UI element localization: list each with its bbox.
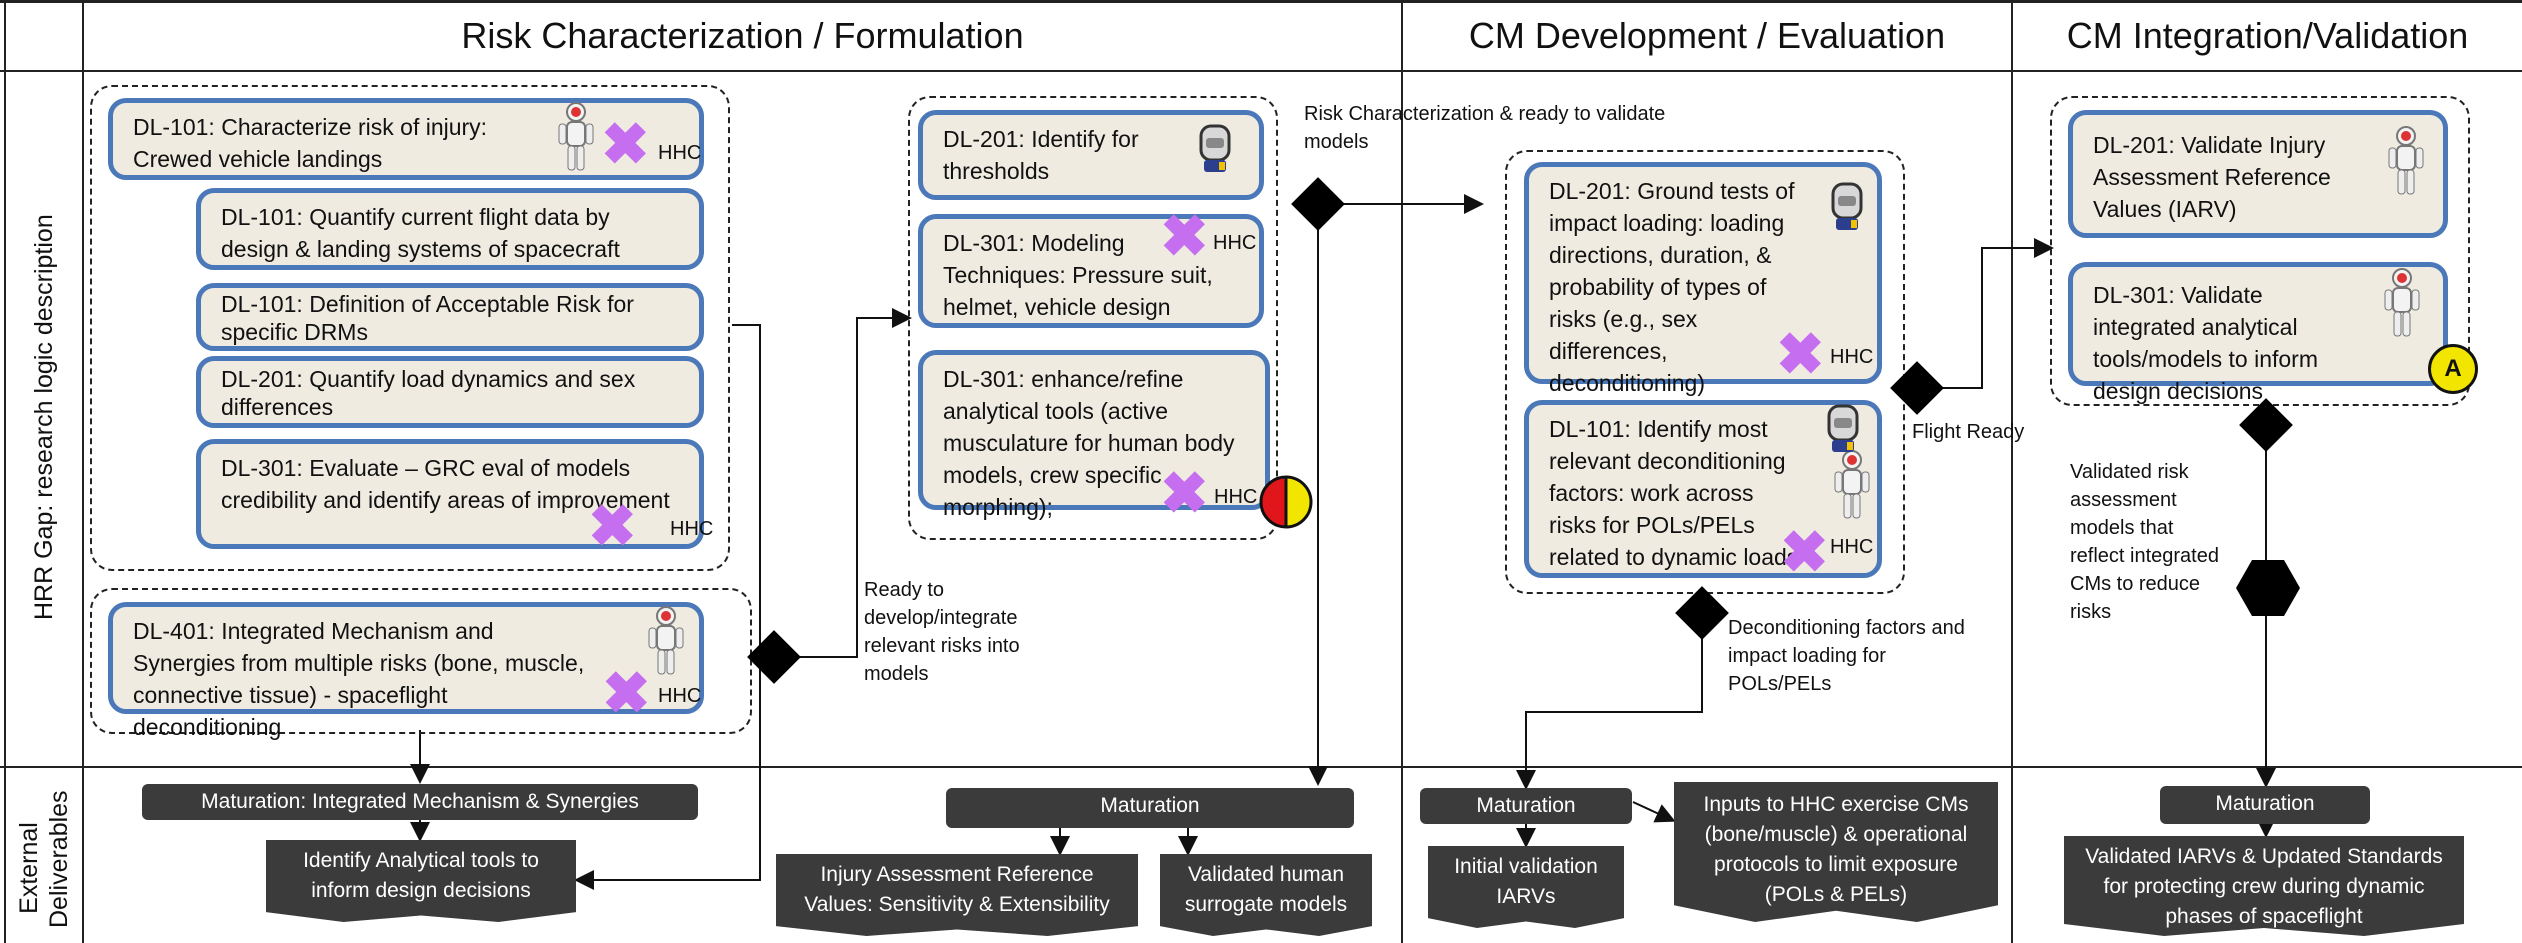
box-dl201-ground-tests[interactable]: DL-201: Ground tests of impact loading: … [1524,162,1882,396]
helmet-sensor-icon [1831,182,1863,230]
box-dl301-validate-tools[interactable]: DL-301: Validate integrated analytical t… [2068,262,2448,404]
hhc-x-icon: ✖ [602,661,651,726]
helmet-sensor-icon [1199,124,1231,172]
frame-deliverables-top [0,766,2522,768]
box-dl101-acceptable-risk[interactable]: DL-101: Definition of Acceptable Risk fo… [196,283,704,351]
hhc-x-icon: ✖ [1160,204,1209,269]
frame-col-divider-2 [2011,0,2013,943]
astronaut-icon [2388,126,2424,195]
maturation-col1b: Maturation [946,788,1354,828]
hhc-label: HHC [658,685,702,707]
deliverable-validated-iarvs-standards: Validated IARVs & Updated Standards for … [2064,836,2464,936]
frame-label-col [82,0,84,943]
hhc-label: HHC [1830,536,1874,558]
maturation-col3: Maturation [2160,786,2370,824]
frame-top [0,0,2522,3]
box-dl201-load-dynamics[interactable]: DL-201: Quantify load dynamics and sex d… [196,356,704,428]
hhc-label: HHC [1213,232,1257,254]
note-flight-ready: Flight Ready [1912,421,2025,443]
line-group1-to-deliverable [574,324,761,890]
group-risk-characterization [90,85,730,571]
deliverable-hhc-exercise-inputs: Inputs to HHC exercise CMs (bone/muscle)… [1674,782,1998,922]
line-diamond4-down [1516,628,1703,790]
deliverable-human-surrogate-models: Validated human surrogate models [1160,854,1372,936]
box-dl301-modeling-techniques[interactable]: DL-301: Modeling Techniques: Pressure su… [918,214,1264,328]
box-dl101-deconditioning-factors[interactable]: DL-101: Identify most relevant deconditi… [1524,400,1882,578]
deliverable-analytical-tools: Identify Analytical tools to inform desi… [266,840,576,922]
note-validated-risk: Validated risk assessment models that re… [2070,461,2219,623]
box-dl301-grc-eval[interactable]: DL-301: Evaluate – GRC eval of models cr… [196,439,704,549]
hhc-label: HHC [670,518,714,540]
line-diamond1-to-col1b [793,308,912,658]
note-ready-to-validate: Risk Characterization & ready to validat… [1304,103,1666,153]
astronaut-icon [648,606,684,675]
status-badge-a-label: A [2444,355,2462,382]
hhc-label: HHC [1830,346,1874,368]
column-title-cm-development: CM Development / Evaluation [1468,15,1946,56]
column-title-cm-integration: CM Integration/Validation [2066,15,2469,56]
astronaut-icon [2384,268,2420,337]
box-dl401-integrated-mechanism[interactable]: DL-401: Integrated Mechanism and Synergi… [108,602,704,740]
hhc-x-icon: ✖ [1160,461,1209,526]
group-modeling [908,96,1278,540]
frame-col-divider-1 [1401,0,1403,943]
box-dl201-validate-iarv[interactable]: DL-201: Validate Injury Assessment Refer… [2068,110,2448,238]
hhc-label: HHC [1214,486,1258,508]
line-diamond3-to-col3 [1920,238,2054,389]
hhc-label: HHC [658,142,702,164]
milestone-hexagon [2236,560,2300,616]
astronaut-icon [558,102,594,171]
deliverable-iarv-sensitivity: Injury Assessment Reference Values: Sens… [776,854,1138,936]
hhc-x-icon: ✖ [588,494,637,559]
status-badge-red-yellow-icon [1259,475,1313,529]
deliverable-initial-validation-iarvs: Initial validation IARVs [1428,846,1624,928]
helmet-sensor-icon [1827,404,1859,452]
maturation-col2: Maturation [1420,788,1632,824]
astronaut-icon [1834,450,1870,519]
frame-left [4,0,6,943]
note-ready-to-develop: Ready to develop/integrate relevant risk… [864,579,1020,685]
hhc-x-icon: ✖ [1776,322,1825,387]
box-dl101-quantify-flight-data[interactable]: DL-101: Quantify current flight data by … [196,188,704,270]
hhc-x-icon: ✖ [601,112,650,177]
frame-header-bottom [0,70,2522,72]
maturation-integrated-mechanism: Maturation: Integrated Mechanism & Syner… [142,784,698,820]
box-dl301-enhance-tools[interactable]: DL-301: enhance/refine analytical tools … [918,350,1270,520]
note-deconditioning-factors: Deconditioning factors and impact loadin… [1728,617,1965,695]
line-mat3-right [1632,801,1676,823]
box-dl101-characterize-risk[interactable]: DL-101: Characterize risk of injury: Cre… [108,98,704,180]
hhc-x-icon: ✖ [1780,520,1829,585]
column-title-risk-characterization: Risk Characterization / Formulation [461,15,1024,56]
status-badge-a: A [2428,344,2478,394]
